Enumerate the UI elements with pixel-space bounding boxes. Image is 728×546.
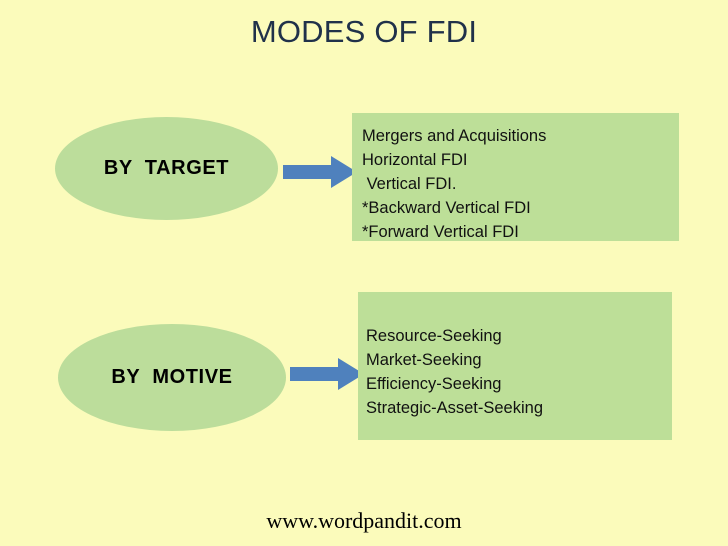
detail-line: *Backward Vertical FDI [362, 199, 531, 217]
detail-line: Horizontal FDI [362, 151, 468, 169]
detail-line: Vertical FDI. [362, 175, 457, 193]
arrow-right-icon [290, 358, 364, 390]
detail-line: Resource-Seeking [366, 327, 502, 345]
detail-line: Efficiency-Seeking [366, 375, 502, 393]
detail-line: *Forward Vertical FDI [362, 223, 519, 241]
page-title: MODES OF FDI [250, 14, 478, 49]
footer-website: www.wordpandit.com [266, 508, 462, 533]
node-by-motive-label: BY MOTIVE [111, 366, 233, 388]
node-by-target[interactable]: BY TARGET [55, 117, 278, 220]
by-target-details-box: Mergers and Acquisitions Horizontal FDI … [352, 113, 679, 241]
detail-line: Strategic-Asset-Seeking [366, 399, 543, 417]
node-by-target-label: BY TARGET [103, 157, 230, 179]
node-by-motive[interactable]: BY MOTIVE [58, 324, 286, 431]
by-motive-details-box: Resource-Seeking Market-Seeking Efficien… [358, 292, 672, 440]
detail-line: Market-Seeking [366, 351, 482, 369]
detail-line: Mergers and Acquisitions [362, 127, 547, 145]
arrow-right-icon [283, 156, 357, 188]
